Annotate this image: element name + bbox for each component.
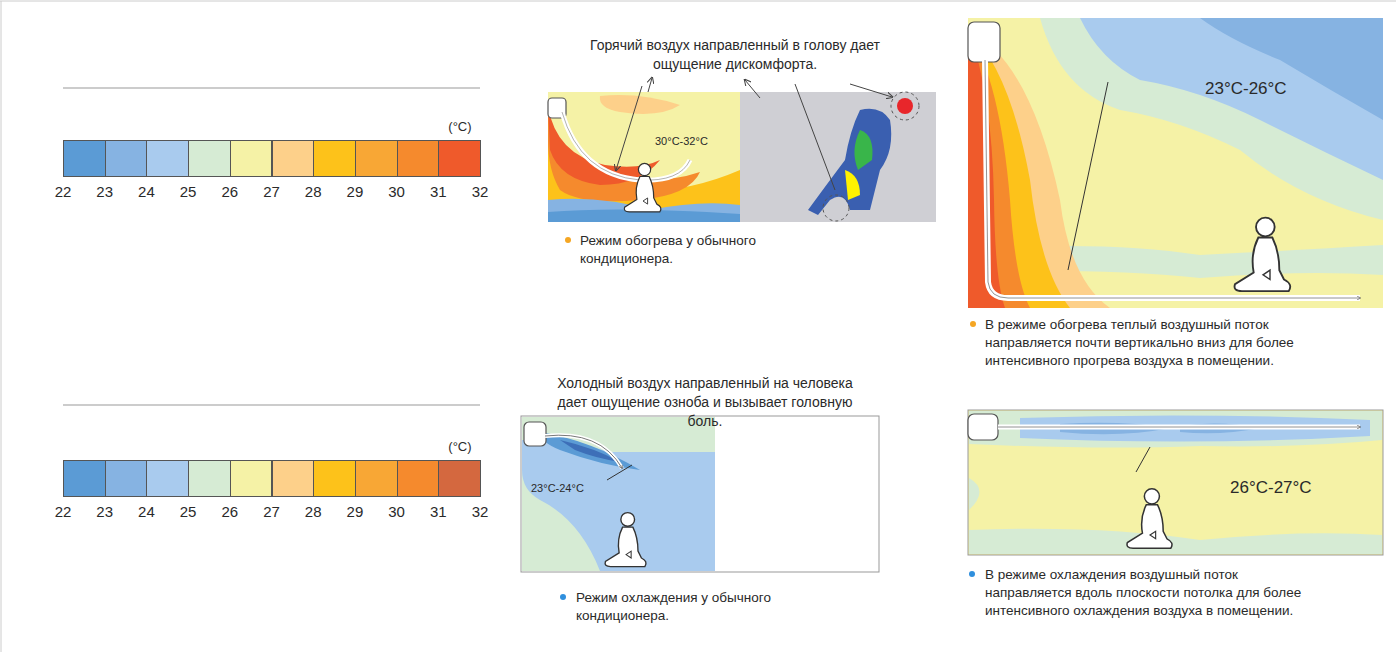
legend-swatch: [438, 140, 481, 177]
scale-number: 27: [252, 182, 292, 202]
scale-number: 27: [252, 502, 292, 522]
scale-number: 31: [418, 502, 458, 522]
legend-swatch: [230, 140, 273, 177]
scale-number: 29: [335, 502, 375, 522]
scale-number: 22: [43, 182, 83, 202]
legend-swatch: [146, 140, 189, 177]
legend-swatch: [313, 460, 356, 497]
caption: Режим охлаждения у обычного кондиционера…: [576, 589, 806, 625]
temperature-label: 26°C-27°C: [1230, 477, 1340, 500]
legend-swatch: [397, 460, 440, 497]
legend-swatch: [272, 460, 315, 497]
scale-number: 24: [126, 182, 166, 202]
scale-number: 24: [126, 502, 166, 522]
temperature-label: 23°C-26°C: [1205, 78, 1315, 101]
legend-swatch: [188, 140, 231, 177]
scale-number: 28: [293, 502, 333, 522]
scale-number: 31: [418, 182, 458, 202]
legend-swatch: [272, 140, 315, 177]
scale-number: 23: [85, 502, 125, 522]
legend-swatch: [313, 140, 356, 177]
legend-swatch: [355, 140, 398, 177]
unit-label: (°C): [448, 438, 471, 456]
scale-number: 30: [377, 502, 417, 522]
scale-number: 22: [43, 502, 83, 522]
legend-swatch: [188, 460, 231, 497]
scale-number: 26: [210, 182, 250, 202]
caption: В режиме охлаждения воздушный поток напр…: [985, 566, 1315, 621]
unit-label: (°C): [448, 118, 471, 136]
scale-number: 29: [335, 182, 375, 202]
scale-number: 25: [168, 502, 208, 522]
legend-swatch: [63, 140, 106, 177]
scale-number: 32: [460, 182, 500, 202]
legend-swatch: [230, 460, 273, 497]
caption: В режиме обогрева теплый воздушный поток…: [985, 316, 1305, 371]
scale-number: 23: [85, 182, 125, 202]
scale-number: 30: [377, 182, 417, 202]
scale-number: 32: [460, 502, 500, 522]
callout-note: Горячий воздух направленный в голову дае…: [560, 36, 910, 74]
scale-number: 26: [210, 502, 250, 522]
legend-swatch: [438, 460, 481, 497]
caption: Режим обогрева у обычного кондиционера.: [580, 232, 780, 268]
legend-swatch: [397, 140, 440, 177]
legend-swatch: [105, 140, 148, 177]
temperature-label: 23°C-24°C: [531, 481, 601, 496]
temperature-label: 30°C-32°C: [655, 134, 725, 149]
scale-number: 25: [168, 182, 208, 202]
legend-swatch: [63, 460, 106, 497]
callout-note: Холодный воздух направленный на человека…: [555, 374, 855, 431]
legend-swatch: [355, 460, 398, 497]
scale-number: 28: [293, 182, 333, 202]
legend-swatch: [146, 460, 189, 497]
legend-swatch: [105, 460, 148, 497]
